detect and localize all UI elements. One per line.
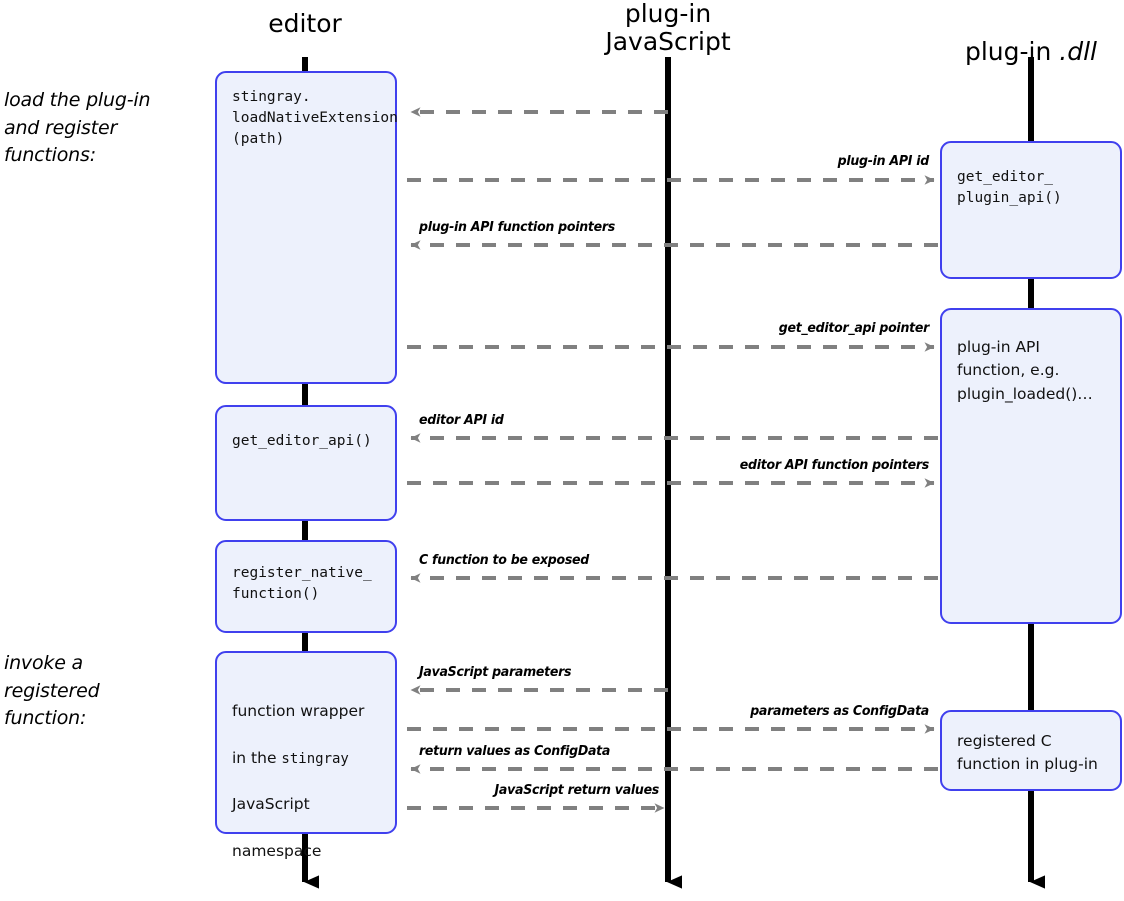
activation-dll-get-editor-plugin-api[interactable]: get_editor_ plugin_api() [940,141,1122,279]
lifeline-title-plugin-dll-italic: .dll [1059,37,1097,66]
wrapper-line-2-prefix: in the [232,748,282,767]
wrapper-line-3: JavaScript [232,795,310,814]
activation-dll-registered-c-function[interactable]: registered C function in plug-in [940,710,1122,791]
activation-label: get_editor_ plugin_api() [957,169,1062,207]
msg-label-c-function-to-be-exposed: C function to be exposed [419,552,589,568]
activation-editor-function-wrapper[interactable]: function wrapper in the stingray JavaScr… [215,651,397,860]
section-note-load-and-register: load the plug-in and register functions: [4,89,151,167]
msg-label-parameters-as-configdata: parameters as ConfigData [750,703,929,719]
msg-label-javascript-return-values: JavaScript return values [494,782,660,798]
activation-dll-plugin-api-function[interactable]: plug-in API function, e.g. plugin_loaded… [940,308,1122,624]
activation-label: plug-in API function, e.g. plugin_loaded… [957,338,1093,403]
activation-label: register_native_ function() [232,565,372,603]
activation-editor-get-editor-api[interactable]: get_editor_api() [215,405,397,521]
wrapper-line-2-mono: stingray [281,750,349,767]
msg-label-editor-api-id: editor API id [419,412,504,428]
lifeline-title-editor: editor [268,9,342,38]
activation-label: get_editor_api() [232,433,372,449]
msg-label-get-editor-api-pointer: get_editor_api pointer [778,320,930,336]
msg-label-return-values-as-configdata: return values as ConfigData [419,743,611,759]
lifeline-title-plugin-dll: plug-in .dll [931,10,1124,66]
wrapper-line-4: namespace [232,841,322,860]
msg-label-editor-api-function-pointers: editor API function pointers [739,457,929,473]
activation-editor-load-native-extension[interactable]: stingray. loadNativeExtension (path) [215,71,398,384]
msg-label-plugin-api-id: plug-in API id [837,153,930,169]
activation-editor-register-native-function[interactable]: register_native_ function() [215,540,397,633]
msg-label-javascript-parameters: JavaScript parameters [419,664,572,680]
section-note-invoke: invoke a registered function: [4,652,100,730]
wrapper-line-1: function wrapper [232,702,365,721]
lifeline-title-plugin-javascript: plug-in JavaScript [605,0,731,56]
activation-label: function wrapper in the stingray JavaScr… [217,653,374,863]
lifeline-title-plugin-dll-plain: plug-in [964,37,1060,66]
msg-label-plugin-api-function-pointers: plug-in API function pointers [419,219,615,235]
activation-label: registered C function in plug-in [957,732,1098,774]
activation-label: stingray. loadNativeExtension (path) [232,89,398,148]
